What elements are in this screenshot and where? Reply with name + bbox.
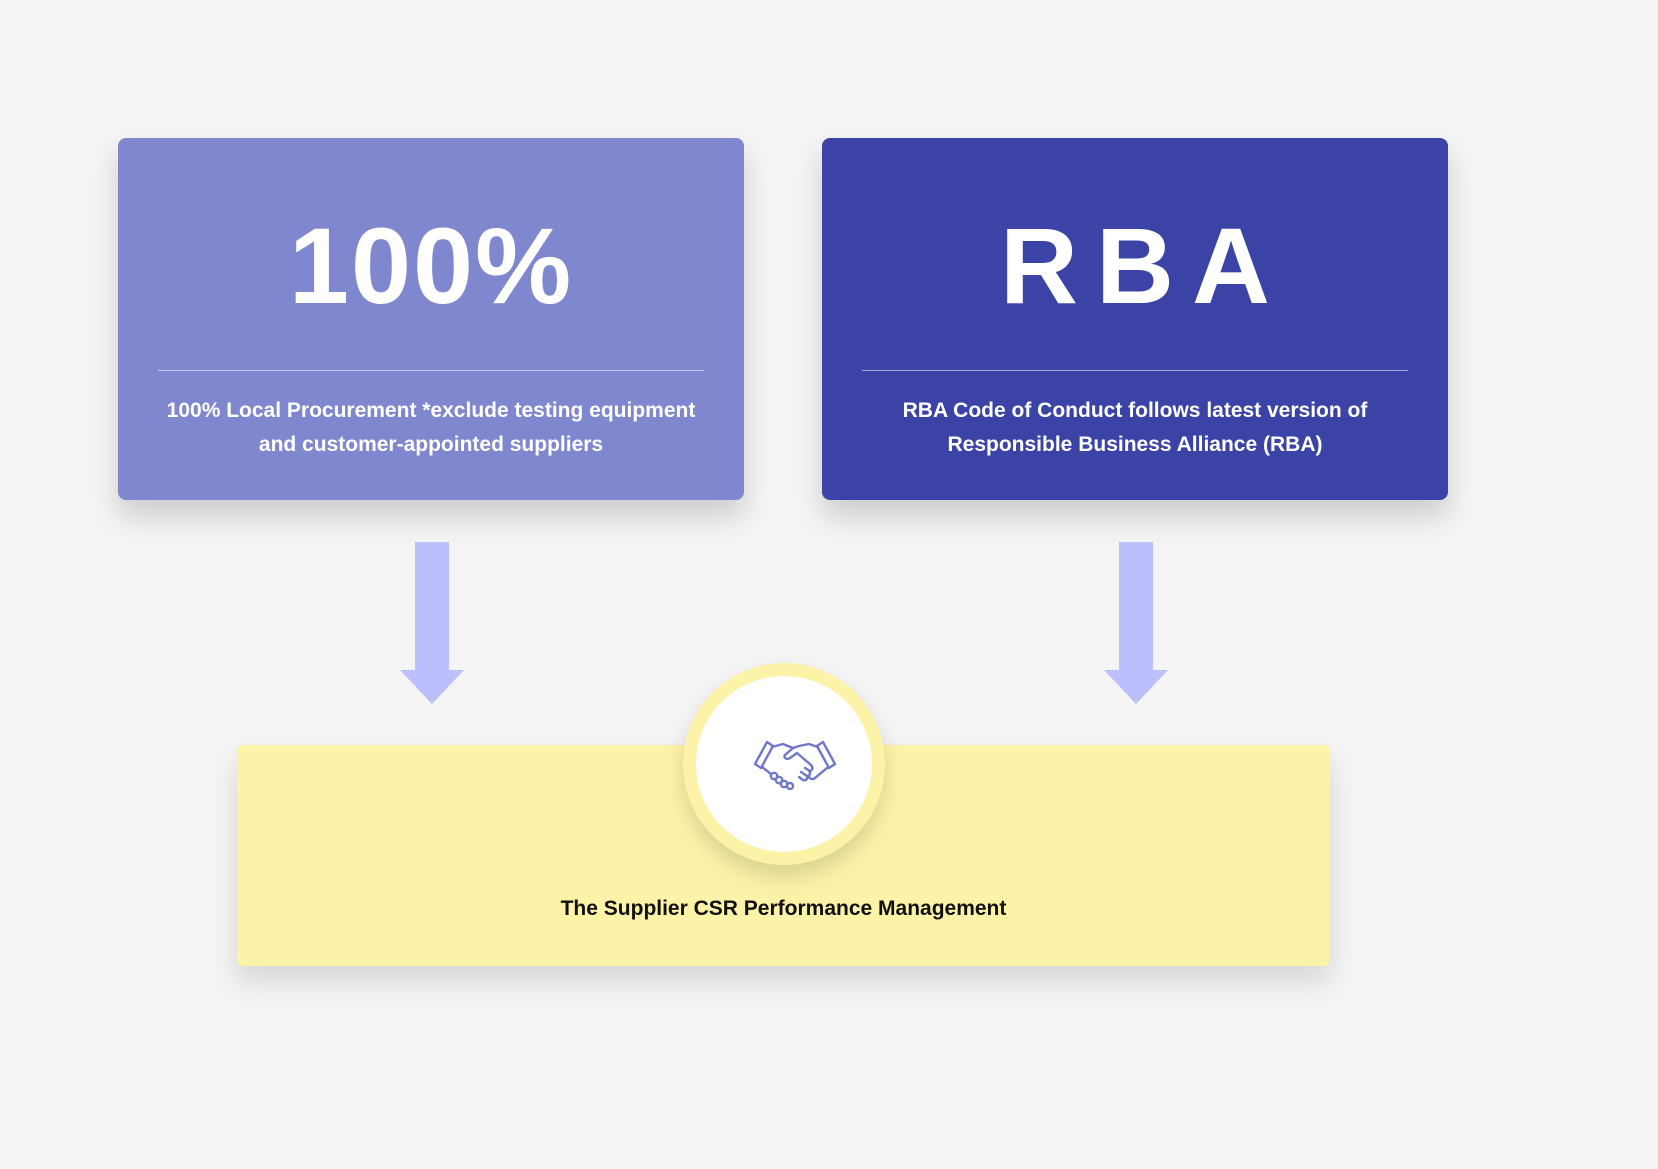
local-procurement-description: 100% Local Procurement *exclude testing … <box>166 399 696 456</box>
down-arrow-icon <box>400 542 464 704</box>
handshake-icon <box>753 740 837 790</box>
rba-headline: RBA <box>1000 205 1288 326</box>
down-arrow-icon <box>1104 542 1168 704</box>
local-procurement-headline: 100% <box>288 205 574 326</box>
handshake-badge <box>683 663 885 865</box>
card-divider <box>862 370 1408 371</box>
rba-description: RBA Code of Conduct follows latest versi… <box>902 399 1368 456</box>
supplier-csr-label: The Supplier CSR Performance Management <box>560 897 1007 920</box>
handshake-badge-inner <box>696 676 872 852</box>
rba-card: RBA RBA Code of Conduct follows latest v… <box>822 138 1448 500</box>
card-divider <box>158 370 704 371</box>
local-procurement-card: 100% 100% Local Procurement *exclude tes… <box>118 138 744 500</box>
